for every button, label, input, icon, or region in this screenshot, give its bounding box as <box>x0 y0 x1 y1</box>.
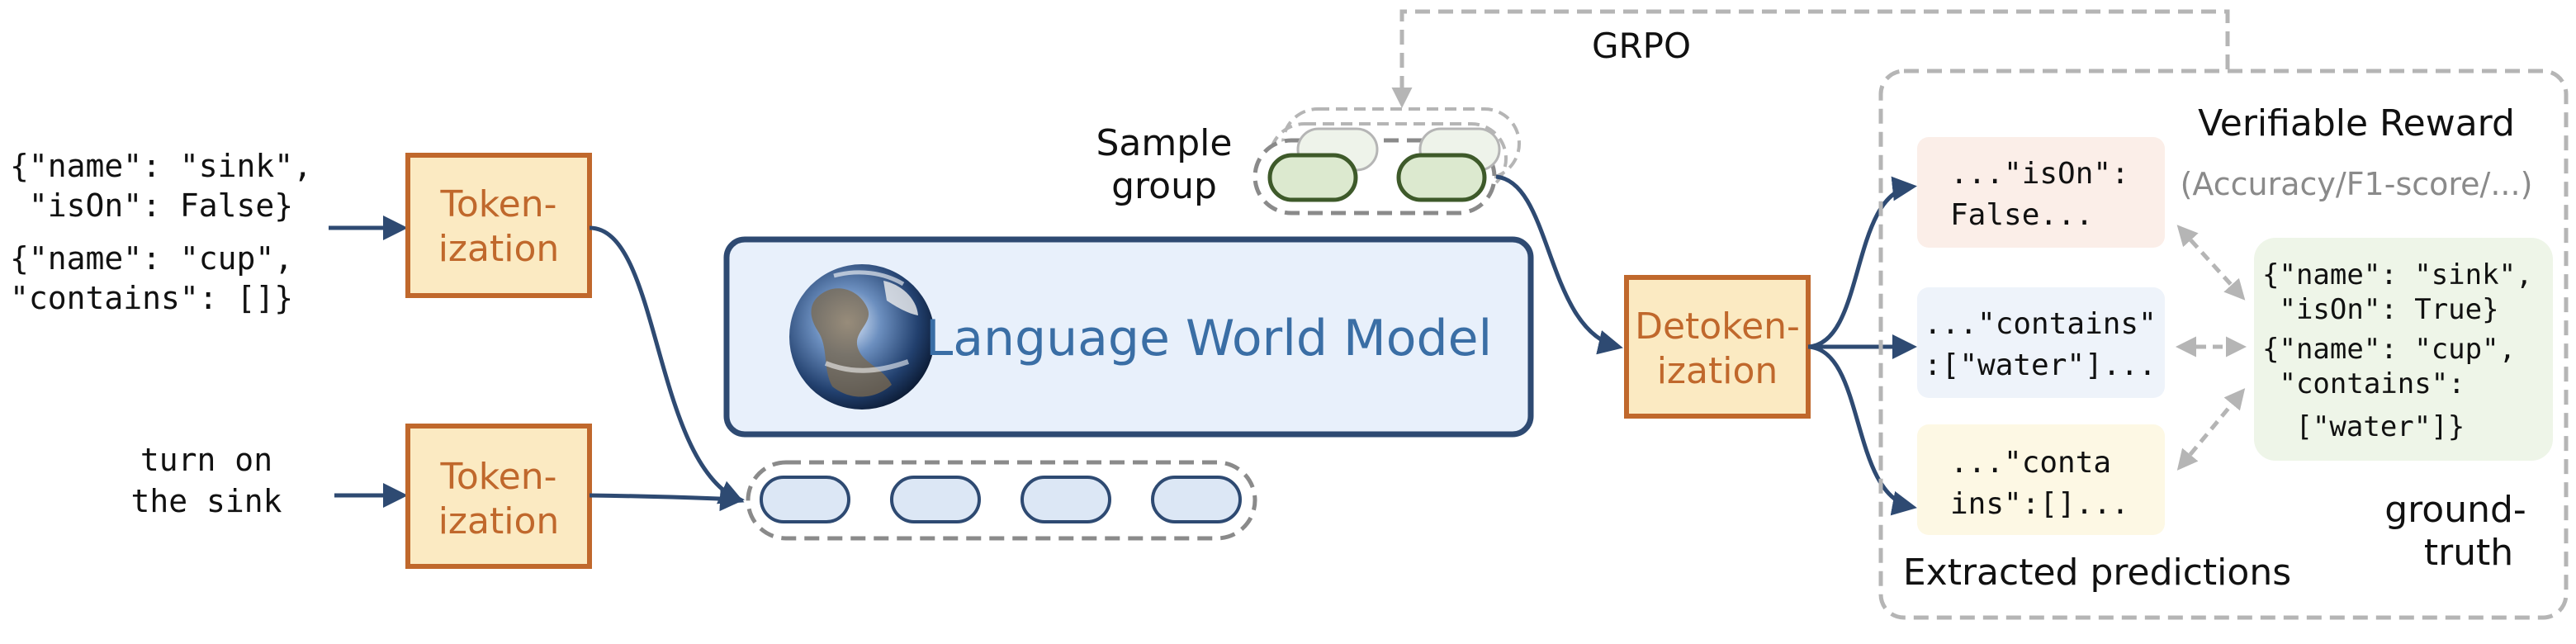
prediction-line: ..."contains" <box>1924 307 2157 341</box>
action-line: turn on <box>140 442 272 478</box>
tokenization-bottom-box: Token- ization <box>405 424 592 569</box>
sample-group-line2: group <box>1111 165 1217 207</box>
lwm-label: Language World Model <box>926 310 1492 367</box>
token-top-to-sequence-arrow <box>589 225 745 504</box>
input-action-text: turn on the sink <box>130 442 282 519</box>
extracted-predictions-label: Extracted predictions <box>1903 552 2291 594</box>
sample-token <box>1396 153 1487 202</box>
input-token <box>1020 476 1111 523</box>
tokenization-top-line2: ization <box>438 228 560 270</box>
prediction-box-1: ..."isOn": False... <box>1917 137 2165 248</box>
input-token <box>1151 476 1242 523</box>
ground-truth-box: {"name": "sink", "isOn": True} {"name": … <box>2254 238 2553 461</box>
input-state-text: {"name": "sink", "isOn": False} {"name":… <box>10 148 312 316</box>
ground-truth-line: "isOn": True} <box>2262 293 2499 326</box>
detok-to-pred3-arrow <box>1807 344 1917 516</box>
action-line: the sink <box>130 483 282 519</box>
detok-line1: Detoken- <box>1635 305 1800 348</box>
state-line: {"name": "sink", <box>10 148 312 184</box>
ground-truth-line: {"name": "sink", <box>2262 258 2533 291</box>
prediction-box-3: ..."conta ins":[]... <box>1917 424 2165 535</box>
prediction-line: ins":[]... <box>1950 487 2129 521</box>
earth-globe-icon <box>789 264 935 410</box>
verifiable-reward-subtitle: (Accuracy/F1-score/...) <box>2181 166 2533 202</box>
sample-group: Sample group <box>1096 107 1521 215</box>
prediction-line: ..."conta <box>1950 446 2111 480</box>
ground-truth-line: ["water"]} <box>2279 410 2465 443</box>
token-bottom-to-sequence-arrow <box>589 486 745 512</box>
tokenization-top-box: Token- ization <box>405 153 592 298</box>
grpo-label: GRPO <box>1592 26 1691 66</box>
prediction-line: False... <box>1950 198 2093 232</box>
ground-truth-line: "contains": <box>2262 367 2465 400</box>
input-token <box>760 476 850 523</box>
sample-to-detok-arrow <box>1495 174 1623 355</box>
ground-truth-line: {"name": "cup", <box>2262 333 2516 366</box>
sample-group-line1: Sample <box>1096 122 1233 164</box>
grpo-loop: GRPO <box>1391 9 2230 108</box>
state-line: "contains": []} <box>10 280 293 316</box>
tokenization-bottom-line1: Token- <box>439 456 556 498</box>
input-token-sequence <box>746 460 1257 541</box>
prediction-line: :["water"]... <box>1924 348 2157 382</box>
verifiable-reward-panel <box>1878 69 2569 620</box>
state-line: "isOn": False} <box>10 187 293 224</box>
prediction-line: ..."isOn": <box>1950 157 2129 191</box>
detok-to-pred1-arrow <box>1807 176 1917 349</box>
prediction-box-2: ..."contains" :["water"]... <box>1917 287 2165 398</box>
language-world-model-box: Language World Model <box>723 236 1534 438</box>
input-token <box>890 476 981 523</box>
tokenization-bottom-line2: ization <box>438 500 560 542</box>
detok-line2: ization <box>1657 350 1778 392</box>
state-line: {"name": "cup", <box>10 240 293 277</box>
detokenization-box: Detoken- ization <box>1624 275 1811 419</box>
verifiable-reward-title: Verifiable Reward <box>2198 102 2515 144</box>
ground-truth-label-line2: truth <box>2424 532 2513 574</box>
sample-token <box>1267 153 1358 202</box>
ground-truth-label-line1: ground- <box>2384 489 2526 531</box>
tokenization-top-line1: Token- <box>439 183 556 225</box>
compare-arrow-3 <box>2176 388 2246 471</box>
compare-arrow-1 <box>2176 225 2246 301</box>
